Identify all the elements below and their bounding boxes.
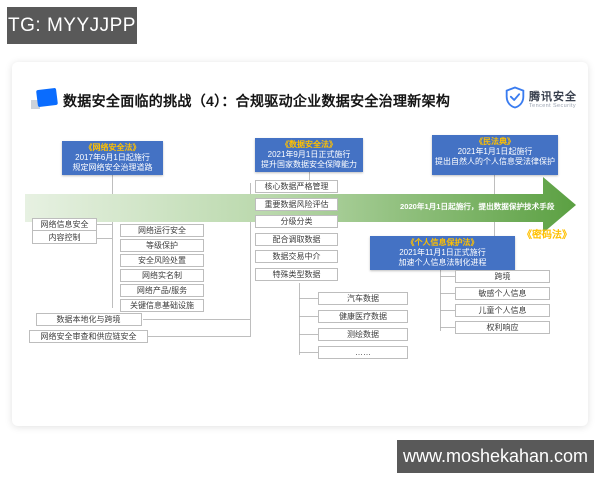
connector-line: [299, 283, 300, 355]
list-personal-info-items: 跨境敏感个人信息儿童个人信息权利响应: [455, 270, 550, 338]
page-title: 数据安全面临的挑战（4）：合规驱动企业数据安全治理新架构: [63, 93, 451, 109]
connector-line: [97, 224, 112, 225]
connector-line: [440, 327, 455, 328]
list-item: 敏感个人信息: [455, 287, 550, 300]
list-item: 汽车数据: [318, 292, 408, 305]
connector-line: [299, 298, 318, 299]
list-item: 数据交易中介: [255, 250, 338, 263]
law-title: 《个人信息保护法》: [406, 238, 479, 247]
list-item: 安全风险处置: [120, 254, 204, 267]
list-item: 等级保护: [120, 239, 204, 252]
tg-watermark-badge: TG: MYYJJPP: [7, 7, 137, 44]
connector-line: [299, 334, 318, 335]
shield-check-icon: [505, 86, 525, 114]
law-desc: 规定网络安全治理道路: [72, 163, 153, 172]
law-date: 2021年1月1日起施行: [457, 147, 533, 156]
list-item: 网络产品/服务: [120, 284, 204, 297]
list-item: 权利响应: [455, 321, 550, 334]
law-title: 《民法典》: [475, 137, 515, 146]
law-date: 2021年9月1日正式施行: [267, 150, 351, 159]
list-data-items: 核心数据严格管理重要数据风险评估分级分类配合调取数据数据交易中介特殊类型数据: [255, 180, 338, 285]
list-item: 网络运行安全: [120, 224, 204, 237]
connector-line: [440, 265, 441, 331]
law-desc: 提升国家数据安全保障能力: [261, 160, 357, 169]
connector-line: [309, 170, 310, 180]
title-accent-square-icon: [36, 87, 58, 108]
logo-text-en: Tencent Security: [529, 103, 577, 110]
list-item: 关键信息基础设施: [120, 299, 204, 312]
list-cross-border-items: 数据本地化与跨境网络安全审查和供应链安全: [29, 313, 148, 347]
connector-line: [250, 183, 251, 337]
list-item: 核心数据严格管理: [255, 180, 338, 193]
law-box-pipl: 《个人信息保护法》 2021年11月1日正式施行 加速个人信息法制化进程: [370, 236, 515, 270]
list-item: 配合调取数据: [255, 232, 338, 246]
list-item: ……: [318, 346, 408, 359]
law-box-cybersecurity: 《网络安全法》 2017年6月1日起施行 规定网络安全治理道路: [62, 141, 163, 175]
law-date: 2017年6月1日起施行: [75, 153, 150, 162]
list-special-data-types: 汽车数据健康医疗数据测绘数据 ……: [318, 292, 408, 364]
list-network-info: 网络信息安全内容控制: [32, 218, 97, 244]
list-item: 重要数据风险评估: [255, 197, 338, 211]
connector-line: [148, 336, 250, 337]
law-desc: 加速个人信息法制化进程: [398, 258, 487, 267]
list-item: 网络安全审查和供应链安全: [29, 330, 148, 343]
law-box-civil-code: 《民法典》 2021年1月1日起施行 提出自然人的个人信息受法律保护: [432, 135, 558, 175]
connector-line: [440, 310, 455, 311]
list-network-operations: 网络运行安全等级保护安全风险处置网络实名制网络产品/服务关键信息基础设施: [120, 224, 204, 314]
list-item: 儿童个人信息: [455, 304, 550, 317]
law-title: 《网络安全法》: [84, 143, 141, 152]
connector-line: [97, 238, 112, 239]
list-item: 健康医疗数据: [318, 310, 408, 323]
tencent-security-logo: 腾讯安全 Tencent Security: [505, 86, 577, 114]
list-item: 内容控制: [32, 230, 97, 244]
list-item: 测绘数据: [318, 328, 408, 341]
connector-line: [143, 319, 250, 320]
connector-line: [299, 316, 318, 317]
website-watermark-badge: www.moshekahan.com: [397, 440, 594, 473]
law-desc: 提出自然人的个人信息受法律保护: [435, 157, 555, 166]
law-date: 2021年11月1日正式施行: [399, 248, 486, 257]
arrow-date-label: 2020年1月1日起施行，提出数据保护技术手段: [400, 202, 555, 211]
list-item: 分级分类: [255, 215, 338, 228]
connector-line: [112, 175, 113, 308]
law-box-data-security: 《数据安全法》 2021年9月1日正式施行 提升国家数据安全保障能力: [255, 138, 363, 172]
list-item: 特殊类型数据: [255, 267, 338, 281]
crypto-law-label: 《密码法》: [522, 230, 572, 241]
title-accent-square-gray: [31, 100, 40, 109]
list-item: 数据本地化与跨境: [35, 313, 142, 326]
list-item: 跨境: [455, 270, 550, 283]
law-title: 《数据安全法》: [281, 140, 337, 149]
connector-line: [440, 293, 455, 294]
connector-line: [299, 352, 318, 353]
connector-line: [440, 276, 455, 277]
logo-text-cn: 腾讯安全: [529, 90, 577, 103]
list-item: 网络实名制: [120, 269, 204, 282]
